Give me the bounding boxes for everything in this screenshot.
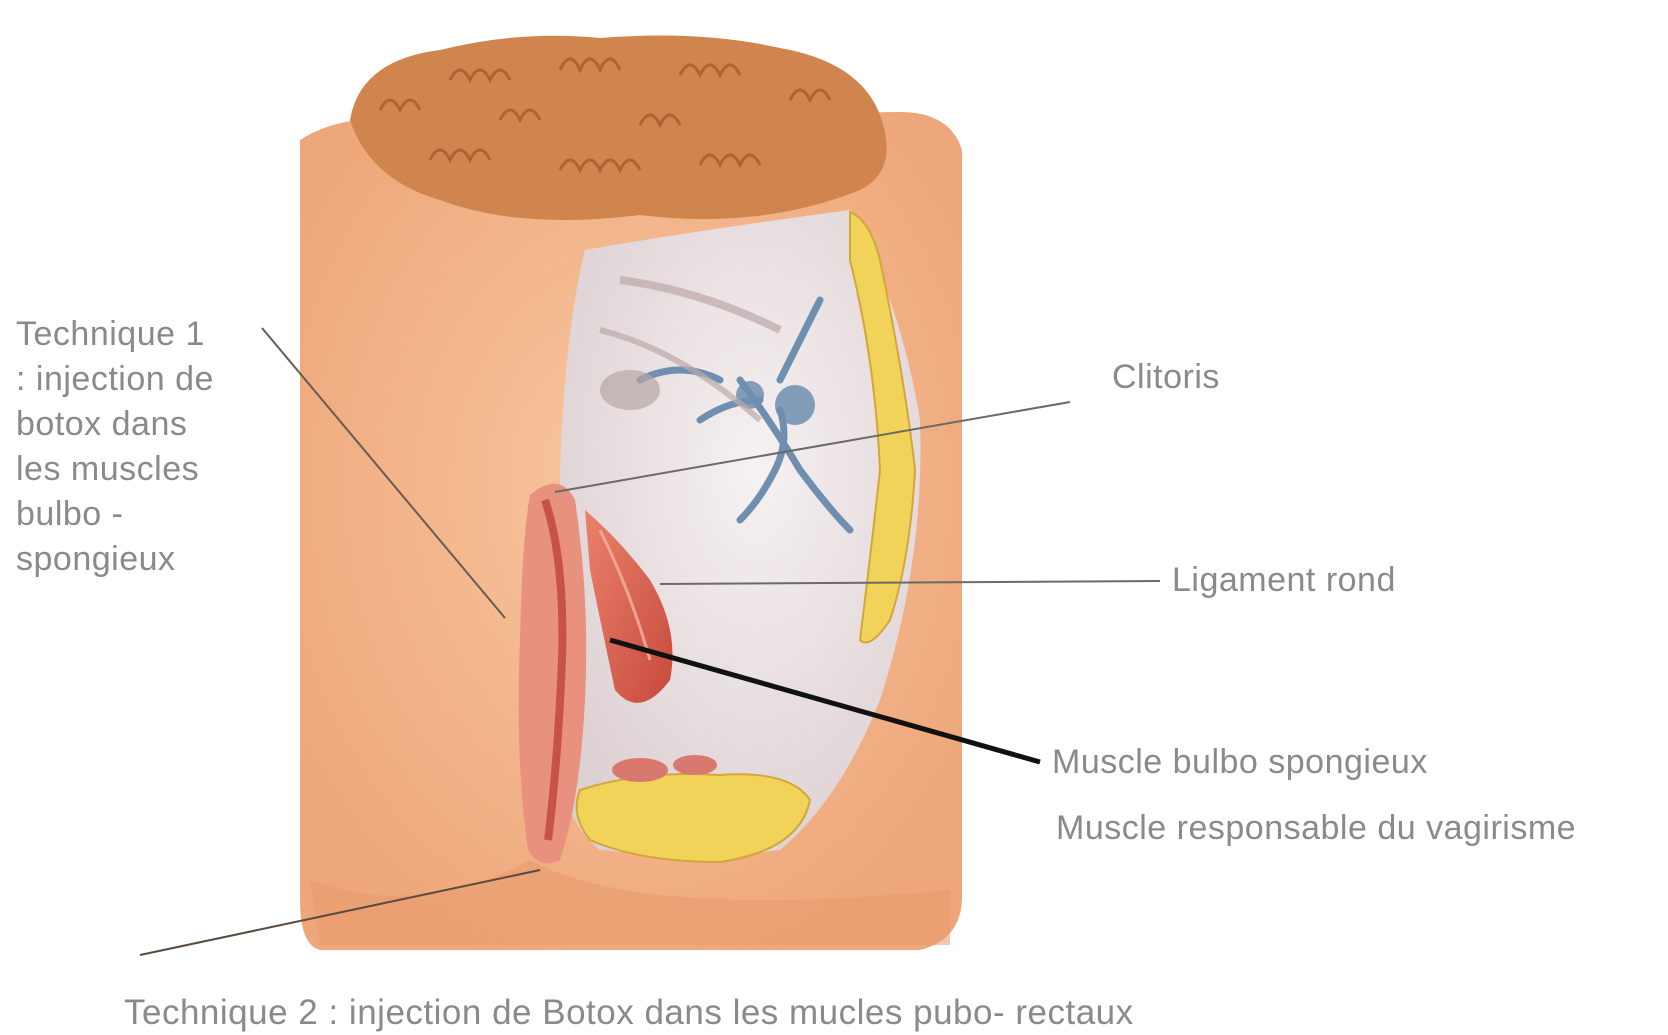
label-technique1-line: les muscles — [16, 447, 266, 492]
label-clitoris: Clitoris — [1112, 355, 1220, 400]
label-technique1-line: Technique 1 — [16, 312, 266, 357]
label-ligament-rond: Ligament rond — [1172, 558, 1396, 603]
label-muscle-responsable: Muscle responsable du vagirisme — [1056, 806, 1576, 851]
label-technique1-line: : injection de — [16, 357, 266, 402]
label-technique1: Technique 1 : injection de botox dans le… — [16, 312, 266, 582]
label-muscle-bulbo: Muscle bulbo spongieux — [1052, 740, 1428, 785]
label-technique1-line: botox dans — [16, 402, 266, 447]
pubic-hair — [350, 36, 887, 220]
label-technique1-line: bulbo - — [16, 492, 266, 537]
label-technique2: Technique 2 : injection de Botox dans le… — [124, 990, 1134, 1035]
label-technique1-line: spongieux — [16, 537, 266, 582]
